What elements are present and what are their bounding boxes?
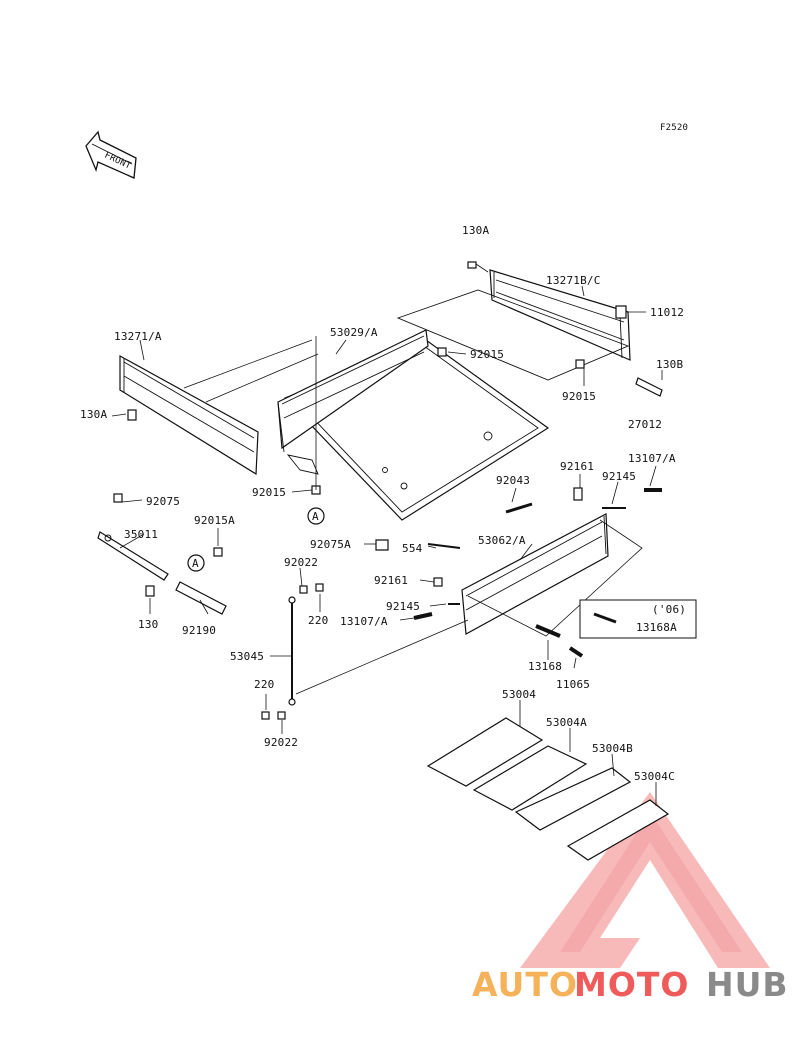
label-13168: 13168 [528,660,562,673]
label-554: 554 [402,542,423,555]
label-11012: 11012 [650,306,684,319]
label-220-top: 220 [308,614,328,627]
watermark-logo [520,792,770,968]
label-130A-left: 130A [80,408,107,421]
label-13271A: 13271/A [114,330,162,343]
label-53004B: 53004B [592,742,633,755]
label-92022-bot: 92022 [264,736,298,749]
inset-year: ('06) [652,603,686,616]
floor-panel-outline [396,289,630,381]
bed-mats [426,717,670,861]
label-92145-top: 92145 [602,470,636,483]
label-92145-mid: 92145 [386,600,420,613]
svg-text:A: A [312,510,319,523]
label-53004C: 53004C [634,770,675,783]
label-220-bot: 220 [254,678,274,691]
watermark-moto: MOTO [574,965,689,1004]
inset-box-13168A: ('06) 13168A [579,599,697,639]
label-92015A: 92015A [194,514,235,527]
label-92075A: 92075A [310,538,351,551]
label-130B: 130B [656,358,683,371]
label-53062A: 53062/A [478,534,526,547]
label-92190: 92190 [182,624,216,637]
label-92015-right: 92015 [562,390,596,403]
callout-a-lower: A [187,554,205,572]
latch-rod [175,581,227,615]
label-92022-top: 92022 [284,556,318,569]
label-92161-mid: 92161 [374,574,408,587]
figure-code: F2520 [660,123,688,133]
inset-part: 13168A [636,621,677,634]
watermark-auto: AUTO [472,965,578,1004]
front-arrow-icon: FRONT [85,130,137,179]
label-130: 130 [138,618,158,631]
label-92075: 92075 [146,495,180,508]
label-11065: 11065 [556,678,590,691]
hardware-parts [113,261,663,720]
label-13107A-top: 13107/A [628,452,676,465]
label-53004: 53004 [502,688,536,701]
watermark-hub: HUB [706,965,789,1004]
label-92043: 92043 [496,474,530,487]
label-92015-top: 92015 [470,348,504,361]
label-13271BC: 13271B/C [546,274,601,287]
rear-gate [489,269,631,361]
label-130A-top: 130A [462,224,489,237]
right-side-gate [461,513,609,635]
label-13107A-mid: 13107/A [340,615,388,628]
part-labels: 130A 13271B/C 11012 53029/A 92015 13271/… [80,224,684,783]
leader-lines [111,263,663,806]
label-27012: 27012 [628,418,662,431]
label-53029A: 53029/A [330,326,378,339]
label-92161-top: 92161 [560,460,594,473]
latch-lever [97,531,169,581]
callout-a-upper: A [307,507,325,525]
left-side-gate [119,354,259,476]
label-92015-mid: 92015 [252,486,286,499]
svg-text:A: A [192,557,199,570]
label-35011: 35011 [124,528,158,541]
label-53045: 53045 [230,650,264,663]
cargo-bed [277,329,550,521]
label-53004A: 53004A [546,716,587,729]
